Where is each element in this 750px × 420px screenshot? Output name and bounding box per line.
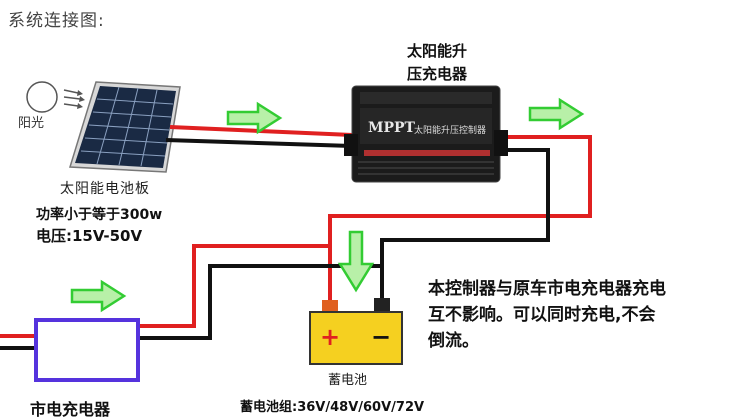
panel-negative-wire xyxy=(165,138,353,148)
sun-icon xyxy=(26,81,85,113)
controller-label-line2: 压充电器 xyxy=(406,65,467,83)
page-title: 系统连接图: xyxy=(8,11,105,31)
mains-charger-box xyxy=(34,318,140,382)
controller-device xyxy=(344,85,508,183)
arrow-to-controller xyxy=(226,101,283,135)
controller-negative-wire xyxy=(380,148,550,305)
arrow-down-to-battery xyxy=(337,230,375,293)
battery-minus-sign: − xyxy=(371,323,391,351)
battery-label: 蓄电池 xyxy=(328,373,368,388)
solar-panel-icon xyxy=(69,81,181,173)
controller-label: 太阳能升 压充电器 xyxy=(372,40,502,86)
charger-positive-wire xyxy=(138,244,330,328)
arrow-charger xyxy=(70,279,127,313)
note-line2: 互不影响。可以同时充电,不会 xyxy=(428,305,656,325)
controller-face-text: 太阳能升压控制器 xyxy=(414,126,487,136)
note-line1: 本控制器与原车市电充电器充电 xyxy=(428,279,666,299)
controller-label-line1: 太阳能升 xyxy=(406,42,467,60)
controller-face-brand: MPPT xyxy=(368,120,415,136)
solar-panel-label: 太阳能电池板 xyxy=(60,181,150,197)
battery-plus-sign: + xyxy=(320,323,340,351)
battery-group-spec: 蓄电池组:36V/48V/60V/72V xyxy=(240,400,425,415)
sun-label: 阳光 xyxy=(18,116,45,131)
note-line3: 倒流。 xyxy=(428,331,479,351)
power-spec: 功率小于等于300w xyxy=(36,207,163,223)
charger-negative-wire xyxy=(138,264,382,340)
mains-charger-label: 市电充电器 xyxy=(30,400,111,419)
voltage-spec: 电压:15V-50V xyxy=(36,227,143,245)
note-text: 本控制器与原车市电充电器充电 互不影响。可以同时充电,不会 倒流。 xyxy=(428,276,746,354)
battery-icon: + − xyxy=(309,298,403,365)
arrow-from-controller xyxy=(528,97,585,131)
